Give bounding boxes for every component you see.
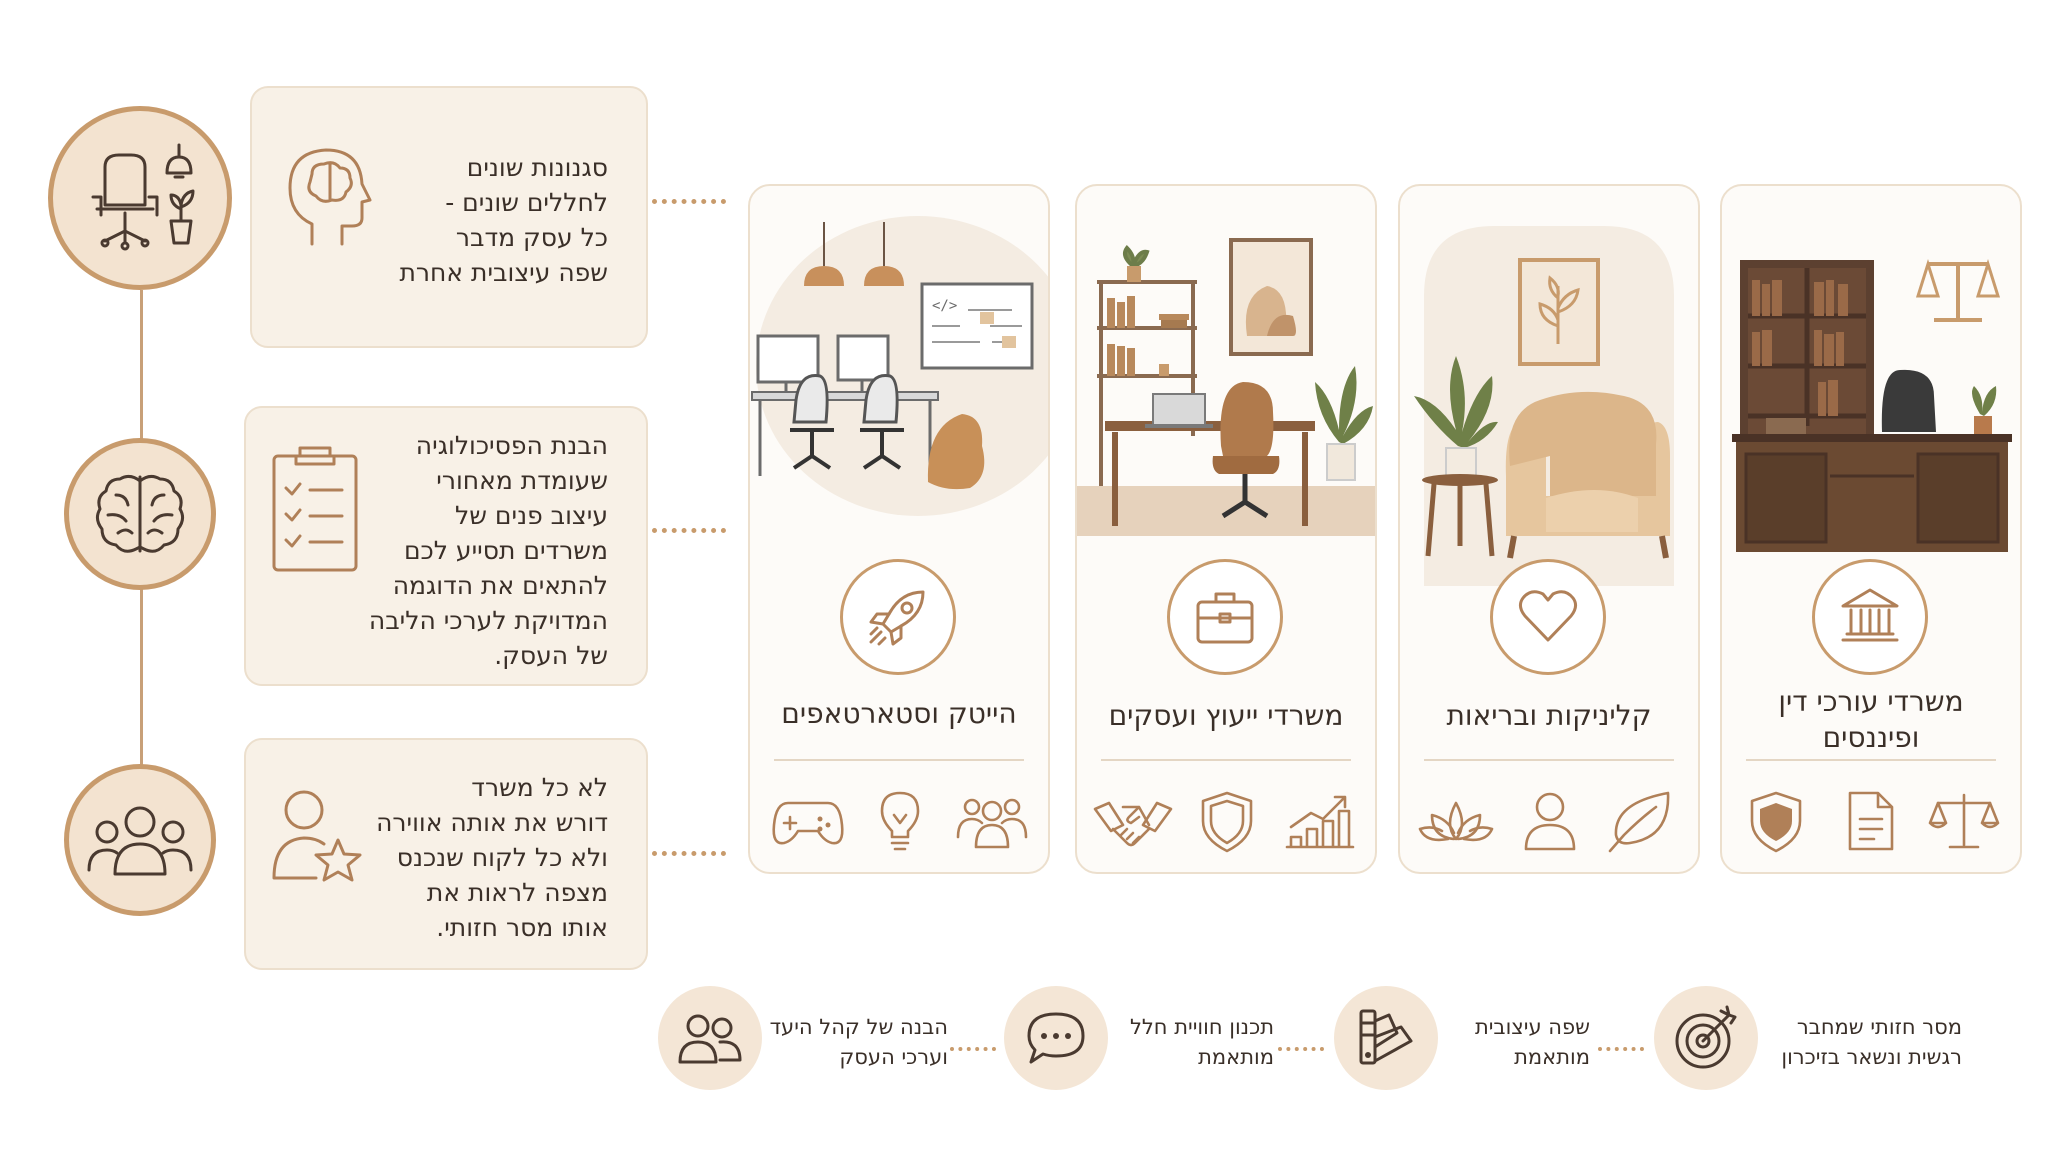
document-icon	[1848, 791, 1894, 851]
brain-icon	[64, 438, 216, 590]
office-chair-lamp-plant-icon	[48, 106, 232, 290]
info-text-psychology: הבנת הפסיכולוגיה שעומדת מאחורי עיצוב פני…	[368, 431, 608, 670]
connector-dots	[1598, 1047, 1644, 1051]
leaf-icon	[1608, 791, 1670, 853]
law-office-illustration	[1722, 186, 2020, 618]
group-people-icon	[64, 764, 216, 916]
card-hightech: </> הייטק וסטארטאפים	[748, 184, 1050, 874]
clinic-room-illustration	[1400, 186, 1698, 618]
info-text-styles: סגנונות שונים לחללים שונים - כל עסק מדבר…	[399, 153, 609, 287]
bank-building-icon	[1812, 559, 1928, 675]
briefcase-icon	[1167, 559, 1283, 675]
card-clinics: קליניקות ובריאות	[1398, 184, 1700, 874]
connector-dots	[652, 528, 726, 533]
connector-dots	[652, 851, 726, 856]
shield-icon	[1201, 791, 1253, 853]
people-pair-icon	[658, 986, 762, 1090]
heart-icon	[1490, 559, 1606, 675]
head-brain-icon	[288, 148, 372, 246]
bottom-text-visual-message: מסר חזותי שמחבר רגשית ונשאר בזיכרון	[1781, 1015, 1962, 1069]
lotus-icon	[1418, 801, 1494, 842]
card-title: משרדי ייעוץ ועסקים	[1108, 699, 1344, 732]
card-title: קליניקות ובריאות	[1446, 699, 1652, 732]
handshake-icon	[1093, 801, 1173, 847]
card-consulting: משרדי ייעוץ ועסקים	[1075, 184, 1377, 874]
team-icon	[956, 798, 1028, 849]
bottom-text-design-language: שפה עיצובית מותאמת	[1474, 1015, 1590, 1069]
bottom-text-audience: הבנה של קהל היעד וערכי העסק	[769, 1015, 948, 1069]
rocket-icon	[840, 559, 956, 675]
separator	[1424, 759, 1674, 761]
connector-dots	[950, 1047, 996, 1051]
growth-chart-icon	[1285, 795, 1355, 849]
color-swatch-icon	[1334, 986, 1438, 1090]
card-title: משרדי עורכי דין ופיננסים	[1778, 685, 1964, 754]
connector-dots	[652, 199, 726, 204]
target-arrow-icon	[1654, 986, 1758, 1090]
hightech-office-illustration: </>	[750, 186, 1048, 618]
connector-dots	[1278, 1047, 1324, 1051]
scales-icon	[1928, 793, 2000, 849]
clipboard-checklist-icon	[272, 446, 358, 572]
bottom-text-experience: תכנון חוויית חלל מותאמת	[1129, 1015, 1274, 1069]
card-law-finance: משרדי עורכי דין ופיננסים	[1720, 184, 2022, 874]
info-box-styles: סגנונות שונים לחללים שונים - כל עסק מדבר…	[250, 86, 648, 348]
svg-text:</>: </>	[932, 298, 957, 314]
gamepad-icon	[772, 801, 844, 845]
card-title: הייטק וסטארטאפים	[781, 697, 1017, 730]
person-star-icon	[272, 790, 362, 882]
info-text-atmosphere: לא כל משרד דורש את אותה אווירה ולא כל לק…	[376, 773, 608, 942]
separator	[1746, 759, 1996, 761]
person-icon	[1524, 792, 1576, 851]
separator	[1101, 759, 1351, 761]
speech-bubble-icon	[1004, 986, 1108, 1090]
consulting-office-illustration	[1077, 186, 1375, 618]
lightbulb-icon	[880, 791, 920, 851]
separator	[774, 759, 1024, 761]
shield-filled-icon	[1750, 791, 1802, 853]
info-box-atmosphere: לא כל משרד דורש את אותה אווירה ולא כל לק…	[244, 738, 648, 970]
info-box-psychology: הבנת הפסיכולוגיה שעומדת מאחורי עיצוב פני…	[244, 406, 648, 686]
